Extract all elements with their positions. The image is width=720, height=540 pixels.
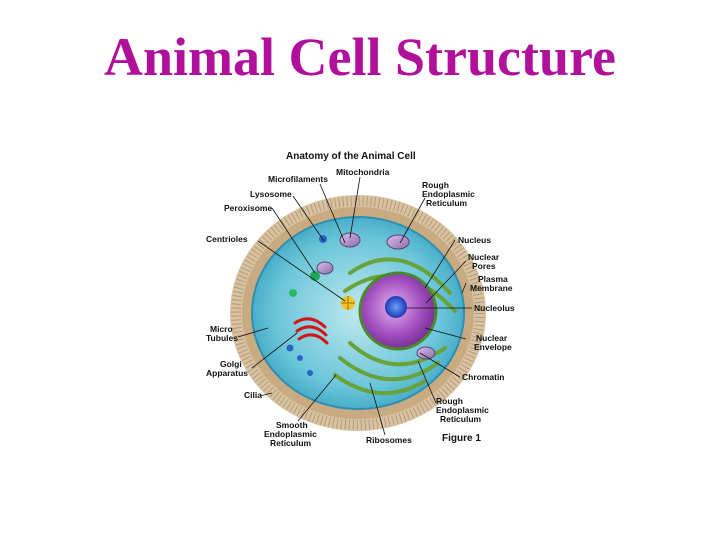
animal-cell-diagram: Anatomy of the Animal Cell Mitochondria … xyxy=(200,143,520,453)
animal-cell-svg: Anatomy of the Animal Cell Mitochondria … xyxy=(200,143,520,453)
label-chromatin: Chromatin xyxy=(462,372,505,382)
diagram-heading: Anatomy of the Animal Cell xyxy=(286,151,416,162)
label-smooth-er-3: Reticulum xyxy=(270,438,312,448)
label-centrioles: Centrioles xyxy=(206,234,248,244)
label-mitochondria: Mitochondria xyxy=(336,167,390,177)
label-ribosomes: Ribosomes xyxy=(366,435,412,445)
label-cilia: Cilia xyxy=(244,390,262,400)
figure-caption: Figure 1 xyxy=(442,433,481,444)
label-rough-er-bottom-3: Reticulum xyxy=(440,414,482,424)
label-nuclear-pores-2: Pores xyxy=(472,261,496,271)
label-peroxisome: Peroxisome xyxy=(224,203,272,213)
label-nucleus: Nucleus xyxy=(458,235,491,245)
label-microtubules-2: Tubules xyxy=(206,333,238,343)
label-golgi-2: Apparatus xyxy=(206,368,248,378)
label-rough-er-top-3: Reticulum xyxy=(426,198,468,208)
nucleolus xyxy=(385,296,407,318)
slide-title: Animal Cell Structure xyxy=(0,30,720,84)
label-nuclear-envelope-2: Envelope xyxy=(474,342,512,352)
label-nucleolus: Nucleolus xyxy=(474,303,515,313)
centriole xyxy=(341,296,355,310)
label-lysosome: Lysosome xyxy=(250,189,292,199)
label-microfilaments: Microfilaments xyxy=(268,174,328,184)
label-plasma-membrane-2: Membrane xyxy=(470,283,513,293)
